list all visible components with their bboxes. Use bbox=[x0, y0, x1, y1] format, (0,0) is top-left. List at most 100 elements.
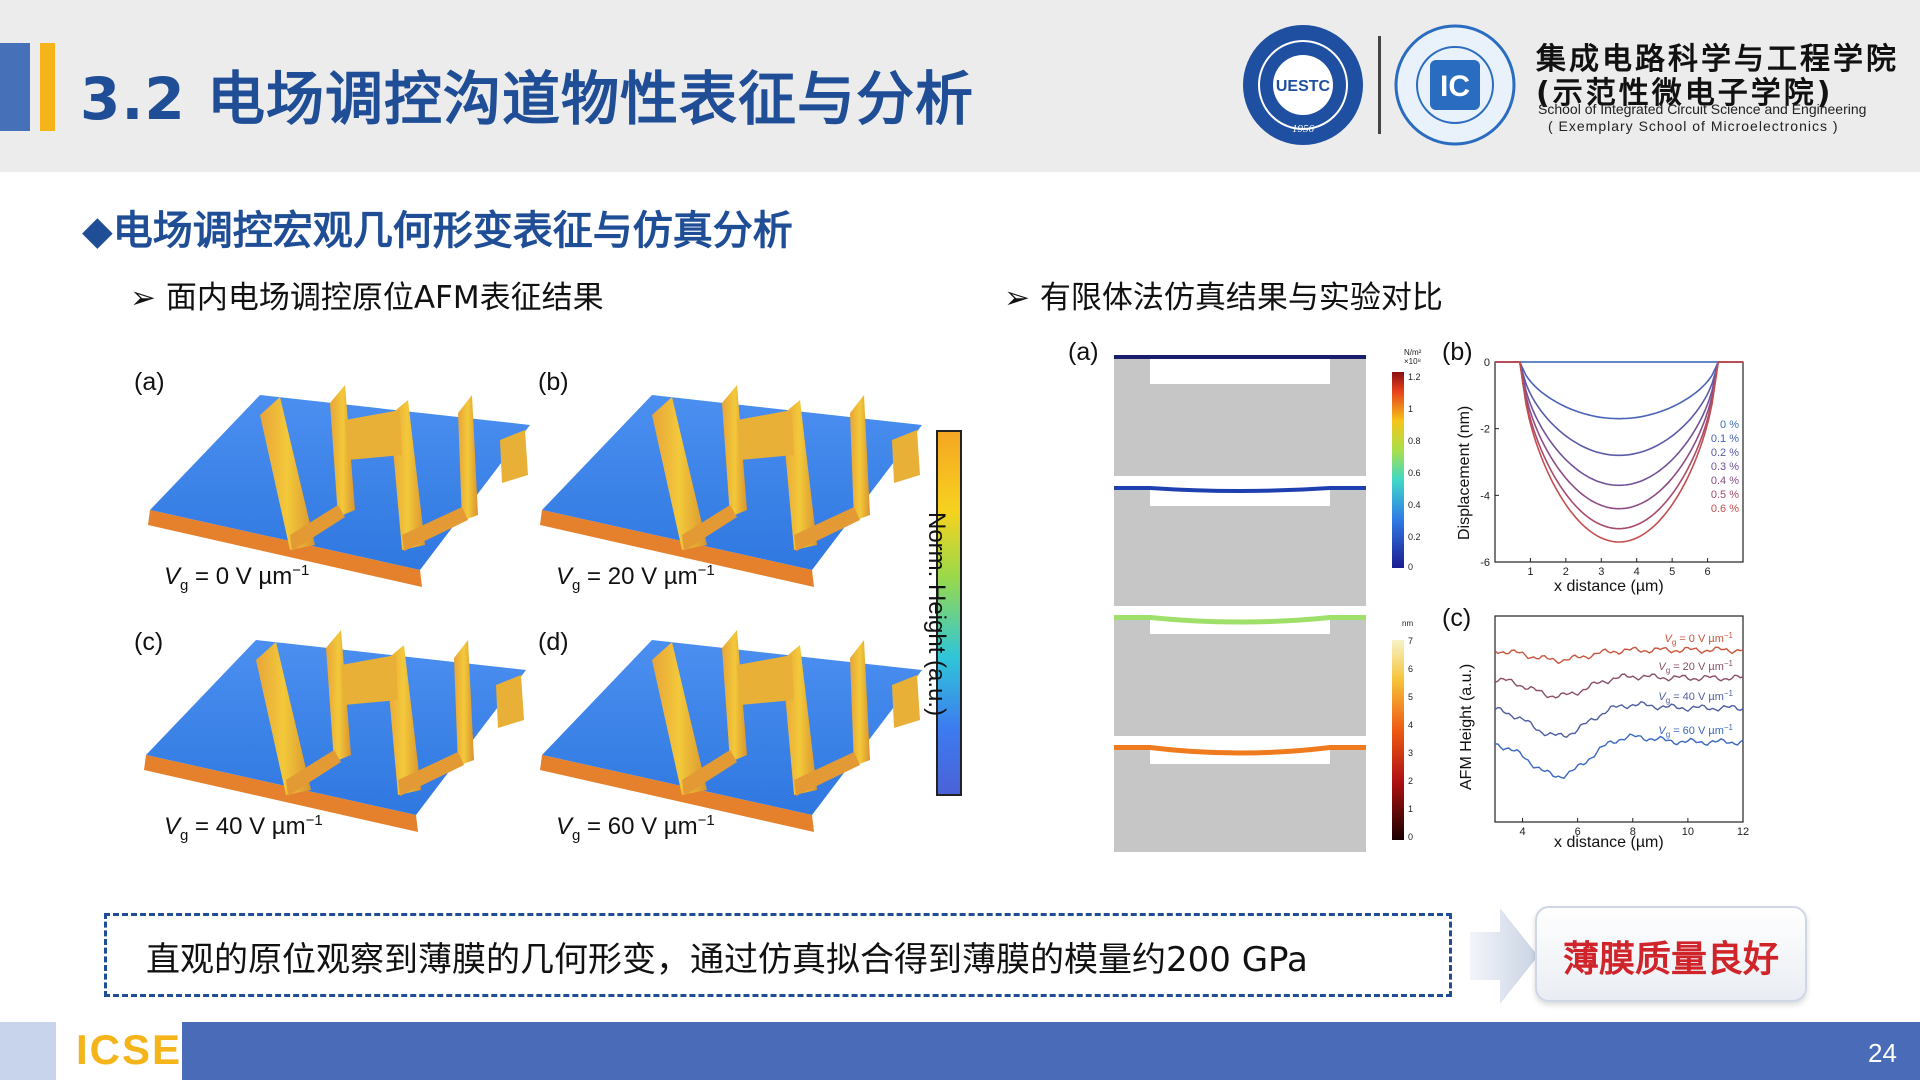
arrow-right-icon bbox=[1470, 908, 1538, 1004]
series-line bbox=[1495, 361, 1743, 420]
x-tick-label: 6 bbox=[1575, 826, 1581, 838]
sim-section-1 bbox=[1114, 355, 1366, 476]
legend-label: Vg = 60 V µm−1 bbox=[1658, 723, 1733, 739]
disp-tick: 7 bbox=[1408, 636, 1413, 646]
series-line bbox=[1494, 701, 1744, 738]
x-tick-label: 8 bbox=[1630, 826, 1636, 838]
x-tick-label: 2 bbox=[1563, 566, 1569, 578]
afm-panel-d-label: (d) bbox=[538, 628, 569, 656]
x-tick-label: 4 bbox=[1519, 826, 1525, 838]
legend-label: 0.2 % bbox=[1711, 447, 1739, 459]
result-box bbox=[1535, 906, 1807, 1002]
afm-subheading: ➢ 面内电场调控原位AFM表征结果 bbox=[130, 280, 604, 316]
series-line bbox=[1495, 361, 1743, 510]
disp-tick: 5 bbox=[1408, 692, 1413, 702]
disp-tick: 1 bbox=[1408, 804, 1413, 814]
sim-section-4 bbox=[1114, 745, 1366, 852]
series-line bbox=[1495, 361, 1743, 487]
sim-cross-sections bbox=[1114, 355, 1366, 852]
title-accent-blue bbox=[0, 43, 30, 131]
disp-tick: 6 bbox=[1408, 664, 1413, 674]
uestc-logo-year: 1956 bbox=[1292, 123, 1315, 135]
displacement-colorbar: nm 7 6 5 4 3 2 1 0 bbox=[1392, 619, 1413, 842]
stress-tick: 0 bbox=[1408, 562, 1413, 572]
legend-label: 0.6 % bbox=[1711, 503, 1739, 515]
section-heading: ◆电场调控宏观几何形变表征与仿真分析 bbox=[82, 208, 793, 254]
footer-bar bbox=[0, 1022, 1920, 1080]
legend-label: 0.4 % bbox=[1711, 475, 1739, 487]
sim-panel-c-label: (c) bbox=[1442, 604, 1472, 632]
x-tick-label: 10 bbox=[1682, 826, 1694, 838]
series-line bbox=[1494, 673, 1744, 699]
y-tick-label: -4 bbox=[1480, 490, 1490, 502]
conclusion-text: 直观的原位观察到薄膜的几何形变，通过仿真拟合得到薄膜的模量约200 GPa bbox=[146, 940, 1308, 980]
x-tick-label: 3 bbox=[1598, 566, 1604, 578]
school-name-cn-sub: (示范性微电子学院) bbox=[1536, 76, 1834, 111]
afm-height-chart-xlabel: x distance (µm) bbox=[1554, 834, 1664, 851]
stress-tick: 1.2 bbox=[1408, 372, 1421, 382]
afm-height-chart: 4 6 8 10 12 Vg = 0 V µm−1 Vg = 20 V µm−1 Vg = 4… bbox=[1494, 615, 1749, 838]
x-tick-label: 6 bbox=[1705, 566, 1711, 578]
series-line bbox=[1495, 361, 1743, 543]
afm-render-c bbox=[144, 630, 526, 832]
afm-panel-c-field: Vg = 40 V µm−1 bbox=[164, 812, 323, 844]
afm-panel-b-field: Vg = 20 V µm−1 bbox=[556, 562, 715, 594]
logo-divider bbox=[1378, 36, 1381, 134]
stress-tick: 0.8 bbox=[1408, 436, 1421, 446]
afm-colorbar-label: Norm. Height (a.u.) bbox=[923, 512, 950, 717]
uestc-logo: UESTC 1956 bbox=[1243, 25, 1363, 145]
sim-section-2 bbox=[1114, 486, 1366, 606]
legend-label: 0.5 % bbox=[1711, 489, 1739, 501]
series-line bbox=[1494, 733, 1744, 780]
x-tick-label: 12 bbox=[1737, 826, 1749, 838]
icse-logo-text: IC bbox=[1440, 70, 1470, 103]
displacement-chart-xlabel: x distance (µm) bbox=[1554, 578, 1664, 595]
plot-frame bbox=[1494, 615, 1744, 823]
displacement-chart-ylabel: Displacement (nm) bbox=[1456, 405, 1473, 540]
legend-label: Vg = 0 V µm−1 bbox=[1664, 631, 1733, 647]
page-number: 24 bbox=[1868, 1038, 1897, 1068]
footer-accent bbox=[0, 1022, 56, 1080]
afm-panel-d-field: Vg = 60 V µm−1 bbox=[556, 812, 715, 844]
sim-panel-a-label: (a) bbox=[1068, 338, 1099, 366]
x-tick-label: 1 bbox=[1527, 566, 1533, 578]
disp-tick: 0 bbox=[1408, 832, 1413, 842]
plot-frame bbox=[1494, 361, 1744, 563]
y-tick-label: 0 bbox=[1484, 357, 1490, 369]
uestc-logo-text: UESTC bbox=[1276, 78, 1331, 95]
afm-colorbar bbox=[936, 430, 962, 796]
conclusion-box bbox=[104, 913, 1452, 997]
afm-panel-a-label: (a) bbox=[134, 368, 165, 396]
series-line bbox=[1495, 361, 1743, 530]
stress-tick: 0.6 bbox=[1408, 468, 1421, 478]
x-tick-label: 5 bbox=[1669, 566, 1675, 578]
legend-label: Vg = 20 V µm−1 bbox=[1658, 659, 1733, 675]
header-band bbox=[0, 0, 1920, 172]
stress-unit: N/m² bbox=[1404, 348, 1422, 357]
disp-tick: 3 bbox=[1408, 748, 1413, 758]
sim-panel-b-label: (b) bbox=[1442, 338, 1473, 366]
disp-tick: 2 bbox=[1408, 776, 1413, 786]
title-accent-gold bbox=[40, 43, 55, 131]
y-tick-label: -2 bbox=[1480, 424, 1490, 436]
disp-tick: 4 bbox=[1408, 720, 1413, 730]
school-name-cn: 集成电路科学与工程学院 bbox=[1536, 42, 1899, 77]
afm-panel-c-label: (c) bbox=[134, 628, 164, 656]
footer-brand: ICSE bbox=[76, 1026, 183, 1073]
stress-scale: ×10⁸ bbox=[1404, 357, 1421, 366]
simulation-subheading: ➢ 有限体法仿真结果与实验对比 bbox=[1004, 280, 1443, 316]
stress-tick: 1 bbox=[1408, 404, 1413, 414]
afm-panel-b-label: (b) bbox=[538, 368, 569, 396]
school-name-en: School of Integrated Circuit Science and… bbox=[1538, 101, 1867, 117]
series-line bbox=[1495, 361, 1743, 457]
afm-render-d bbox=[540, 630, 922, 832]
legend-label: Vg = 40 V µm−1 bbox=[1658, 689, 1733, 705]
stress-tick: 0.2 bbox=[1408, 532, 1421, 542]
school-name-en-sub: ( Exemplary School of Microelectronics ) bbox=[1548, 118, 1839, 134]
series-line bbox=[1494, 646, 1744, 665]
afm-panel-a-field: Vg = 0 V µm−1 bbox=[164, 562, 310, 594]
afm-height-chart-ylabel: AFM Height (a.u.) bbox=[1458, 663, 1475, 790]
legend-label: 0.3 % bbox=[1711, 461, 1739, 473]
x-tick-label: 4 bbox=[1634, 566, 1640, 578]
